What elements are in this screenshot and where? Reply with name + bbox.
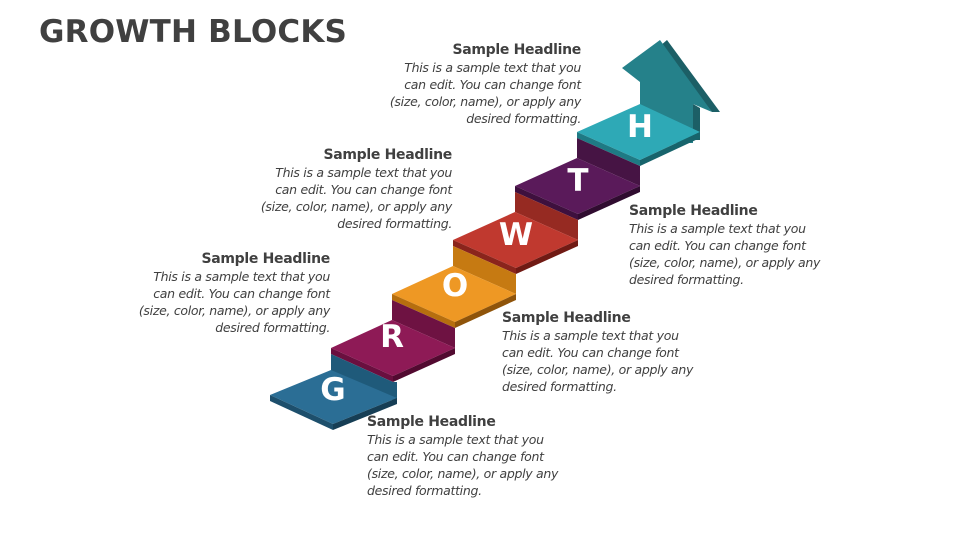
text-block-o: Sample Headline This is a sample text th… [130,250,330,336]
body-r: This is a sample text that you can edit.… [502,328,694,394]
step-g: G [270,354,397,430]
step-h: H [577,104,700,166]
letter-t: T [567,163,588,199]
letter-h: H [627,109,653,145]
body-h: This is a sample text that you can edit.… [389,60,581,126]
body-w: This is a sample text that you can edit.… [260,165,452,231]
headline-g: Sample Headline [367,414,496,430]
text-block-r: Sample Headline This is a sample text th… [502,309,702,395]
step-w: W [453,192,578,274]
text-block-g: Sample Headline This is a sample text th… [367,413,567,499]
step-o: O [392,246,516,328]
text-block-t: Sample Headline This is a sample text th… [629,202,829,288]
headline-w: Sample Headline [323,147,452,163]
headline-h: Sample Headline [452,42,581,58]
letter-w: W [499,217,533,253]
letter-g: G [320,372,345,408]
headline-o: Sample Headline [201,251,330,267]
letter-o: O [442,268,468,304]
step-t: T [515,138,640,220]
body-g: This is a sample text that you can edit.… [367,432,559,498]
body-o: This is a sample text that you can edit.… [138,269,330,335]
headline-r: Sample Headline [502,310,631,326]
page-title: GROWTH BLOCKS [39,14,348,50]
body-t: This is a sample text that you can edit.… [629,221,821,287]
text-block-h: Sample Headline This is a sample text th… [381,41,581,127]
letter-r: R [380,319,404,355]
text-block-w: Sample Headline This is a sample text th… [252,146,452,232]
headline-t: Sample Headline [629,203,758,219]
step-r: R [331,300,455,382]
